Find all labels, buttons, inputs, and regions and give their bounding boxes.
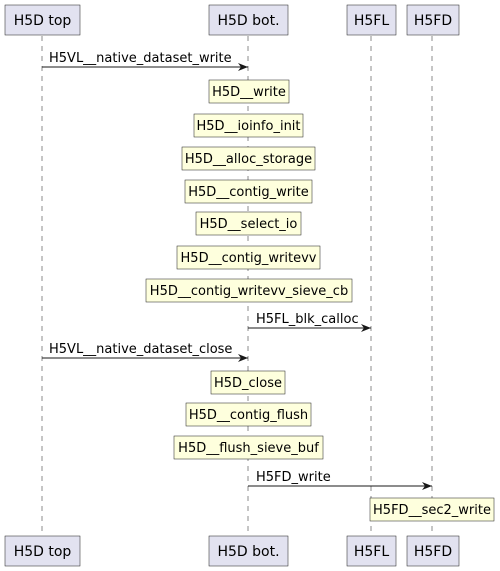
note-label: H5D__ioinfo_init bbox=[196, 119, 300, 134]
note: H5D_close bbox=[210, 370, 286, 395]
message-label: H5VL__native_dataset_write bbox=[49, 51, 232, 66]
note: H5D__contig_flush bbox=[185, 402, 312, 427]
note: H5D__contig_writevv bbox=[176, 245, 321, 270]
note: H5D__write bbox=[208, 79, 290, 104]
note-label: H5D__select_io bbox=[200, 217, 298, 232]
participant-label: H5FD bbox=[414, 13, 452, 29]
note-label: H5D__flush_sieve_buf bbox=[178, 441, 319, 456]
participant-label: H5D bot. bbox=[217, 13, 279, 29]
note: H5D__flush_sieve_buf bbox=[173, 435, 324, 460]
note: H5D__select_io bbox=[195, 211, 302, 236]
note-label: H5D__write bbox=[212, 85, 286, 100]
message-arrow: H5VL__native_dataset_write bbox=[42, 51, 248, 71]
note: H5D__contig_write bbox=[184, 179, 313, 204]
note: H5D__alloc_storage bbox=[181, 146, 316, 171]
note-label: H5D__contig_flush bbox=[189, 408, 308, 423]
note-label: H5D__contig_writevv bbox=[181, 251, 317, 266]
participant-h5fd-header: H5FD bbox=[406, 4, 460, 36]
note-label: H5D_close bbox=[214, 376, 282, 391]
message-label: H5VL__native_dataset_close bbox=[49, 342, 232, 357]
participant-label: H5D bot. bbox=[217, 544, 279, 560]
participant-h5fl-footer: H5FL bbox=[346, 535, 397, 567]
note: H5FD__sec2_write bbox=[369, 497, 495, 522]
message-label: H5FD_write bbox=[256, 470, 331, 485]
participant-h5fl-header: H5FL bbox=[346, 4, 397, 36]
participant-h5d-top-header: H5D top bbox=[4, 4, 81, 36]
participant-label: H5FL bbox=[354, 544, 389, 560]
participant-h5d-bot-header: H5D bot. bbox=[208, 4, 289, 36]
message-arrow: H5VL__native_dataset_close bbox=[42, 342, 248, 362]
participant-h5fd-footer: H5FD bbox=[406, 535, 460, 567]
note-label: H5FD__sec2_write bbox=[373, 503, 491, 518]
participant-label: H5D top bbox=[14, 544, 72, 560]
participant-label: H5D top bbox=[14, 13, 72, 29]
message-label: H5FL_blk_calloc bbox=[256, 312, 359, 327]
participant-label: H5FL bbox=[354, 13, 389, 29]
participant-label: H5FD bbox=[414, 544, 452, 560]
note-label: H5D__alloc_storage bbox=[185, 152, 312, 167]
message-arrow: H5FD_write bbox=[248, 470, 432, 490]
note: H5D__contig_writevv_sieve_cb bbox=[145, 278, 353, 303]
participant-h5d-top-footer: H5D top bbox=[4, 535, 81, 567]
participant-h5d-bot-footer: H5D bot. bbox=[208, 535, 289, 567]
note-label: H5D__contig_write bbox=[188, 185, 309, 200]
note: H5D__ioinfo_init bbox=[193, 113, 304, 138]
message-arrow: H5FL_blk_calloc bbox=[248, 312, 371, 332]
note-label: H5D__contig_writevv_sieve_cb bbox=[150, 284, 348, 299]
